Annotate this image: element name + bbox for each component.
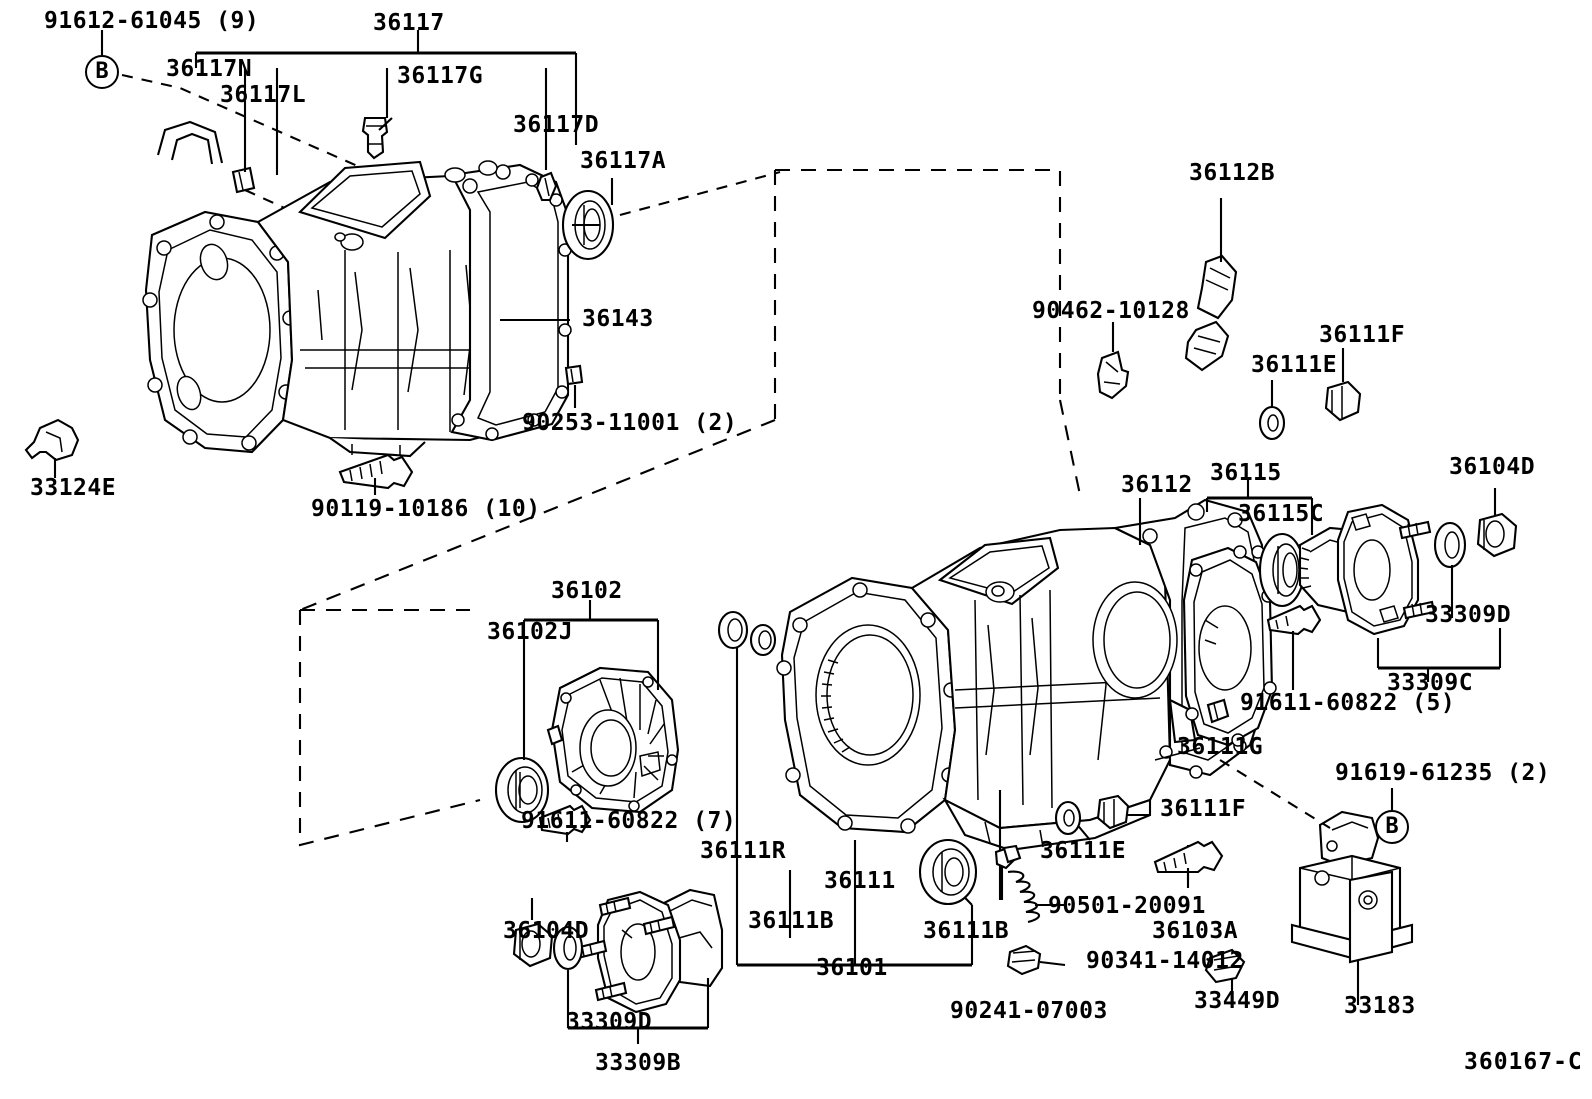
label-nut-36111F-bottom: 36111F xyxy=(1160,796,1247,822)
rear-cover-36112-illustration xyxy=(1182,545,1277,747)
spring-90501-20091 xyxy=(1002,844,1041,924)
label-item-36115C: 36115C xyxy=(1238,501,1325,527)
clamp-90462-10128 xyxy=(1096,350,1130,400)
label-nut-36104D-right: 36104D xyxy=(1449,454,1536,480)
label-clamp-90462: 90462-10128 xyxy=(1032,298,1190,324)
bushing-36111B-left xyxy=(749,623,777,657)
nut-36104D-bottom xyxy=(512,922,554,968)
bracket-33309C-group xyxy=(1376,565,1502,682)
label-seal-36102J: 36102J xyxy=(487,619,574,645)
bubble-b-top: B xyxy=(85,55,119,89)
label-seal-36111B-right: 36111B xyxy=(923,918,1010,944)
bearing-36115C xyxy=(1258,532,1306,608)
label-flange-33309C: 33309C xyxy=(1387,670,1474,696)
companion-flange-33309C xyxy=(1298,503,1436,636)
leaders-top xyxy=(53,30,614,495)
washer-33309D-bottom xyxy=(552,925,584,971)
label-group-36101: 36101 xyxy=(816,955,888,981)
plug-90341-14012 xyxy=(1006,944,1042,976)
label-part-33124E: 33124E xyxy=(30,475,117,501)
label-washer-33309D-bottom: 33309D xyxy=(566,1009,653,1035)
label-item-36117N: 36117N xyxy=(166,56,253,82)
bolt-90119-10186 xyxy=(338,453,414,490)
oil-seal-36102J xyxy=(494,756,550,824)
label-group-36115: 36115 xyxy=(1210,460,1282,486)
nut-36111F-right xyxy=(1324,380,1362,422)
diagram-code: 360167-C xyxy=(1464,1049,1583,1075)
washer-33309D-right xyxy=(1433,521,1467,569)
label-item-36117A: 36117A xyxy=(580,148,667,174)
leaders-right xyxy=(1111,198,1497,545)
label-item-36117G: 36117G xyxy=(397,63,484,89)
plug-90253-11001 xyxy=(564,364,584,386)
hose-36112B xyxy=(1184,254,1238,372)
label-bolt-91611-right: 91611-60822 (5) xyxy=(1240,690,1456,716)
label-washer-36111E-right: 36111E xyxy=(1251,352,1338,378)
label-washer-36111E-bottom: 36111E xyxy=(1040,838,1127,864)
label-pin-90241: 90241-07003 xyxy=(950,998,1108,1024)
companion-flange-33309B xyxy=(574,888,724,1014)
label-group-36117: 36117 xyxy=(373,10,445,36)
bracket-36102-group xyxy=(522,600,660,690)
extension-housing-36102-illustration xyxy=(546,666,680,814)
label-bolt-90119: 90119-10186 (10) xyxy=(311,496,541,522)
breather-plug-36117G xyxy=(361,116,389,160)
label-flange-33309B: 33309B xyxy=(595,1050,682,1076)
nut-36111F-bottom xyxy=(1096,794,1130,830)
bracket-33309B-group xyxy=(530,898,710,1044)
bracket-36117-group xyxy=(194,30,578,175)
label-case-36111: 36111 xyxy=(824,868,896,894)
oil-seal-36111B-right xyxy=(918,838,978,906)
label-part-33449D: 33449D xyxy=(1194,988,1281,1014)
label-nut-36104D-bottom: 36104D xyxy=(503,918,590,944)
engine-mount-33183 xyxy=(1290,810,1414,964)
washer-36111E-right xyxy=(1258,405,1286,441)
label-group-36102: 36102 xyxy=(551,578,623,604)
bubble-leaders xyxy=(1219,759,1394,829)
clip-36117L xyxy=(231,166,256,194)
extension-housing-36117-illustration xyxy=(142,160,572,458)
label-nut-36111F-right: 36111F xyxy=(1319,322,1406,348)
label-gasket-36143: 36143 xyxy=(582,306,654,332)
label-item-36111B-left: 36111B xyxy=(748,908,835,934)
breather-hose-36117N xyxy=(156,120,224,165)
label-clip-91619: 91619-61235 (2) xyxy=(1335,760,1551,786)
label-plug-90341: 90341-14012 xyxy=(1086,948,1244,974)
label-item-36111R: 36111R xyxy=(700,838,787,864)
part-33449D xyxy=(1204,948,1246,984)
label-bolt-91612: 91612-61045 (9) xyxy=(44,8,260,34)
bracket-36115-group xyxy=(1205,478,1314,535)
bracket-36101-group xyxy=(735,620,974,967)
part-33124E xyxy=(24,418,80,462)
dowel-36111G xyxy=(1206,698,1230,724)
label-item-36117D: 36117D xyxy=(513,112,600,138)
nut-36104D-right xyxy=(1476,512,1518,558)
label-cover-36112: 36112 xyxy=(1121,472,1193,498)
bushing-36111R xyxy=(717,610,749,650)
oring-36117D xyxy=(535,171,558,202)
label-item-36117L: 36117L xyxy=(220,82,307,108)
bolt-36103A xyxy=(1153,840,1224,888)
washer-36111E-bottom xyxy=(1054,800,1082,836)
label-washer-33309D-right: 33309D xyxy=(1425,602,1512,628)
label-spring-90501: 90501-20091 xyxy=(1048,893,1206,919)
label-mount-33183: 33183 xyxy=(1344,993,1416,1019)
label-plug-90253: 90253-11001 (2) xyxy=(522,410,738,436)
bubble-b-bottom: B xyxy=(1375,810,1409,844)
label-bolt-36103A: 36103A xyxy=(1152,918,1239,944)
label-bolt-91611-left: 91611-60822 (7) xyxy=(521,808,737,834)
bolt-91611-60822-left xyxy=(538,804,592,842)
label-hose-36112B: 36112B xyxy=(1189,160,1276,186)
bolt-91611-60822-right xyxy=(1266,604,1322,690)
label-dowel-36111G: 36111G xyxy=(1177,734,1264,760)
